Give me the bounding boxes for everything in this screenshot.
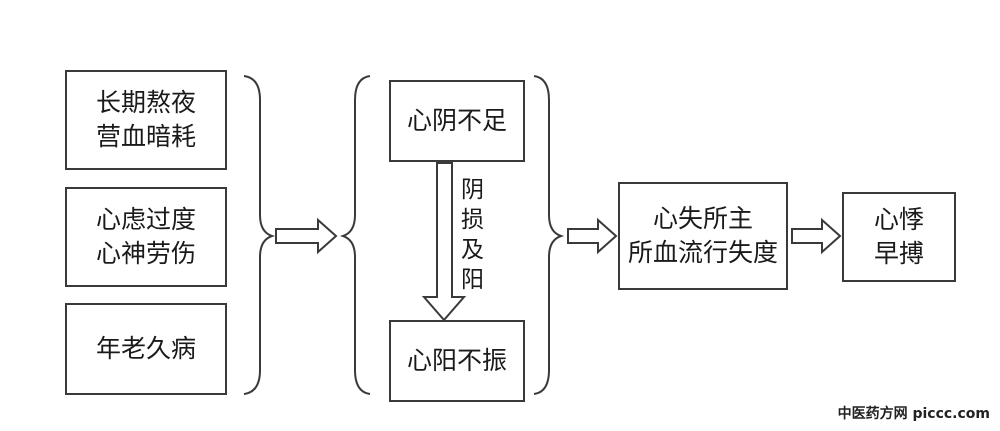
transition-char: 阴 [461,177,484,203]
cause-line: 营血暗耗 [95,122,196,151]
hollow-arrow-2 [567,217,618,255]
heart-yin-deficiency-box: 心阴不足 [389,80,525,162]
cause-box-old-age: 年老久病 [65,303,227,395]
hollow-arrow-1 [275,217,338,255]
result-line: 心失所主 [652,204,753,233]
yin-damages-yang-label: 阴 损 及 阳 [461,175,484,295]
cause-line: 心虑过度 [95,205,196,234]
middle-left-brace [339,75,371,395]
heart-yang-weakness-box: 心阳不振 [389,320,525,402]
yang-box-label: 心阳不振 [406,346,507,375]
watermark: 中医药方网 piccc.com [837,406,990,422]
cause-line: 心神劳伤 [95,239,196,268]
transition-char: 阳 [461,267,484,293]
result-line: 所血流行失度 [627,238,778,267]
final-line: 心悸 [873,205,924,234]
final-line: 早搏 [873,239,924,268]
final-symptom-box: 心悸 早搏 [842,192,956,282]
cause-box-late-nights: 长期熬夜 营血暗耗 [65,70,227,170]
hollow-arrow-3 [791,217,842,255]
hollow-down-arrow [421,162,467,322]
result-box: 心失所主 所血流行失度 [618,182,788,290]
middle-right-brace [533,75,565,395]
transition-char: 及 [461,237,484,263]
transition-char: 损 [461,207,484,233]
left-brace [243,75,276,395]
cause-box-overthinking: 心虑过度 心神劳伤 [65,187,227,287]
cause-line: 长期熬夜 [95,88,196,117]
yin-box-label: 心阴不足 [406,106,507,135]
cause-line: 年老久病 [95,334,196,363]
